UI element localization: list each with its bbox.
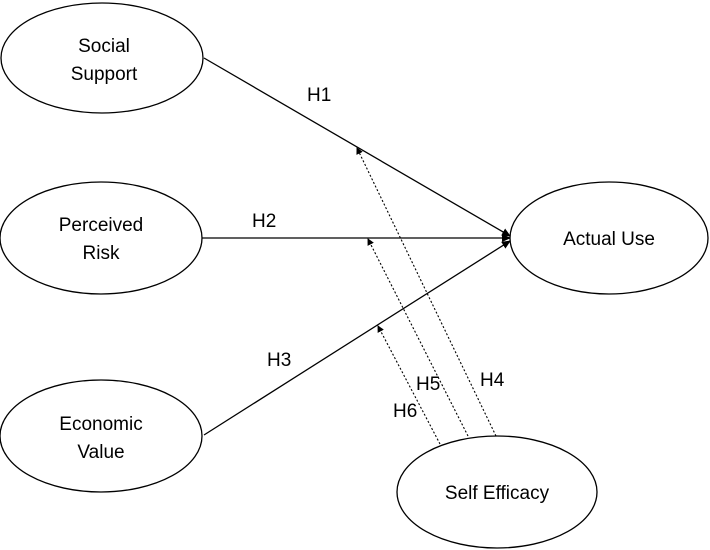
node-social-support: Social Support xyxy=(0,2,204,114)
label-h1: H1 xyxy=(307,85,331,106)
node-self-efficacy-label: Self Efficacy xyxy=(445,483,550,504)
label-h5: H5 xyxy=(416,374,440,395)
label-h4: H4 xyxy=(480,370,505,391)
edge-h4-self-efficacy-moderates-h1 xyxy=(356,147,497,437)
label-h3: H3 xyxy=(267,350,291,371)
node-social-support-label-line1: Social xyxy=(78,36,130,57)
node-social-support-label-line2: Support xyxy=(71,64,138,85)
label-h6: H6 xyxy=(393,401,417,422)
node-perceived-risk-label-line2: Risk xyxy=(83,243,120,264)
node-actual-use-label: Actual Use xyxy=(563,229,655,250)
label-h2: H2 xyxy=(252,211,276,232)
node-economic-value: Economic Value xyxy=(0,379,203,493)
node-self-efficacy: Self Efficacy xyxy=(396,435,598,549)
node-economic-value-label-line2: Value xyxy=(77,442,124,463)
edge-h5-self-efficacy-moderates-h2 xyxy=(367,238,469,437)
edge-h3-economic-value-to-actual-use xyxy=(203,240,511,436)
node-perceived-risk: Perceived Risk xyxy=(0,181,203,295)
node-economic-value-label-line1: Economic xyxy=(59,414,142,435)
edge-h1-social-support-to-actual-use xyxy=(203,57,511,237)
node-actual-use: Actual Use xyxy=(509,181,709,295)
node-perceived-risk-label-line1: Perceived xyxy=(59,215,144,236)
